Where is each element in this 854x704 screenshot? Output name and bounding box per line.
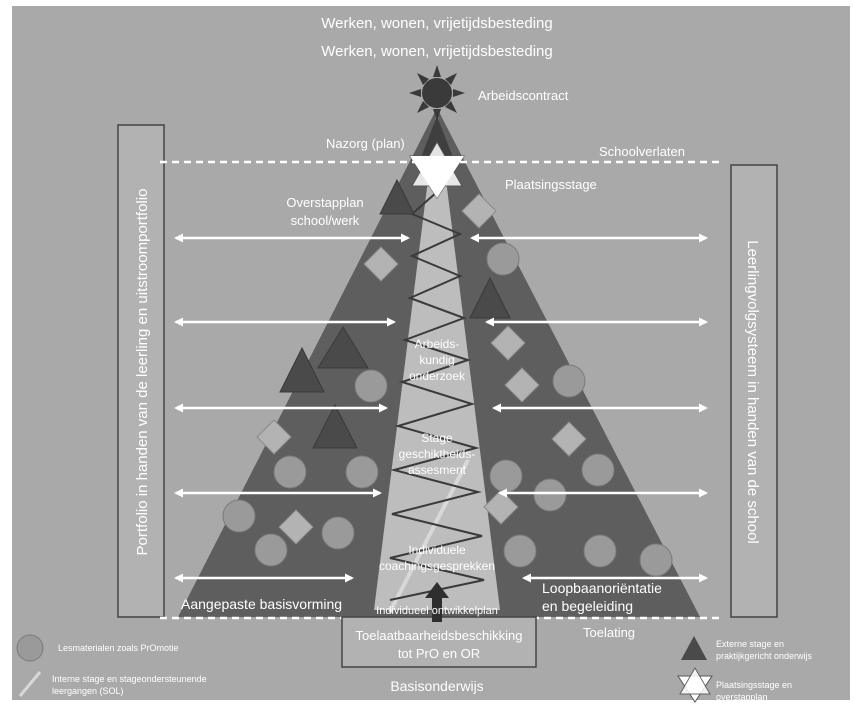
circle-icon xyxy=(222,499,256,533)
leerlingvolgsysteem-label: Leerlingvolgsysteem in handen van de sch… xyxy=(744,240,761,544)
triangle-icon xyxy=(317,326,369,369)
circle-icon xyxy=(354,369,388,403)
loopbaan-label-2: en begeleiding xyxy=(542,598,633,614)
aangepaste-basisvorming-label: Aangepaste basisvorming xyxy=(181,596,342,612)
title-line-2: Werken, wonen, vrijetijdsbesteding xyxy=(321,43,553,60)
toelating-label: Toelating xyxy=(583,625,635,640)
legend-triangle-label-1: Externe stage en xyxy=(716,639,784,649)
stage-label-1: Stage xyxy=(421,431,453,445)
title-line-1: Werken, wonen, vrijetijdsbesteding xyxy=(321,15,553,32)
circle-icon xyxy=(345,455,379,489)
legend-star-label-2: overstapplan xyxy=(716,692,768,702)
diamond-icon xyxy=(483,489,519,525)
basisonderwijs-label: Basisonderwijs xyxy=(390,678,483,694)
coaching-label-1: Individuele xyxy=(408,543,466,557)
arbeidskundig-label-2: kundig xyxy=(419,353,454,367)
overstapplan-label-2: school/werk xyxy=(291,213,360,228)
diamond-icon xyxy=(278,509,314,545)
overstapplan-label-1: Overstapplan xyxy=(286,195,363,210)
loopbaan-label-1: Loopbaanoriëntatie xyxy=(542,580,662,596)
diamond-icon xyxy=(490,325,526,361)
legend-stage-label-2: leergangen (SOL) xyxy=(52,686,124,696)
nazorg-label: Nazorg (plan) xyxy=(326,136,405,151)
triangle-icon xyxy=(312,403,358,449)
plaatsingsstage-label: Plaatsingsstage xyxy=(505,177,597,192)
coaching-label-2: coachingsgesprekken xyxy=(379,559,495,573)
circle-icon xyxy=(254,533,288,567)
star-of-david-icon xyxy=(409,140,465,199)
legend-triangle-icon xyxy=(681,636,707,660)
ontwikkelplan-label: Individueel ontwikkelplan xyxy=(376,605,498,617)
circle-icon xyxy=(583,534,617,568)
stage-label-2: geschiktheids- xyxy=(399,447,476,461)
sun-icon xyxy=(409,65,465,121)
diamond-icon xyxy=(504,367,540,403)
triangle-icon xyxy=(279,346,325,393)
schoolverlaten-label: Schoolverlaten xyxy=(599,144,685,159)
arbeidskundig-label-3: onderzoek xyxy=(409,369,466,383)
diamond-icon xyxy=(256,419,292,455)
stage-label-3: assesment xyxy=(408,463,467,477)
legend-triangle-label-2: praktijkgericht onderwijs xyxy=(716,651,813,661)
legend-circle-label: Lesmaterialen zoals PrOmotie xyxy=(58,643,179,653)
circle-icon xyxy=(489,459,523,493)
diamond-icon xyxy=(461,193,497,229)
circle-icon xyxy=(321,516,355,550)
legend-stage-label-1: Interne stage en stageondersteunende xyxy=(52,674,207,684)
circle-icon xyxy=(639,543,673,577)
circle-icon xyxy=(486,242,520,276)
diamond-icon xyxy=(551,421,587,457)
portfolio-label: Portfolio in handen van de leerling en u… xyxy=(134,189,151,556)
up-arrow-icon xyxy=(425,582,449,622)
circle-icon xyxy=(552,364,586,398)
circle-icon xyxy=(581,453,615,487)
left-portfolio-box xyxy=(117,124,165,618)
legend-star-icon xyxy=(677,666,713,703)
diamond-icon xyxy=(363,246,399,282)
circle-icon xyxy=(533,478,567,512)
beschikking-label-2: tot PrO en OR xyxy=(398,646,480,661)
beschikking-box xyxy=(341,616,537,668)
right-lvs-box xyxy=(730,164,778,618)
legend-stage-line-icon xyxy=(18,671,42,697)
legend-circle-icon xyxy=(16,634,44,662)
beschikking-label-1: Toelaatbaarheidsbeschikking xyxy=(356,628,523,643)
circle-icon xyxy=(273,455,307,489)
circle-icon xyxy=(503,534,537,568)
center-wedge xyxy=(374,108,500,610)
zigzag-path xyxy=(389,191,485,601)
legend-star-label-1: Plaatsingsstage en xyxy=(716,680,792,690)
arbeidscontract-label: Arbeidscontract xyxy=(478,88,569,103)
apex-triangle xyxy=(420,116,454,160)
arbeidskundig-label-1: Arbeids- xyxy=(415,337,460,351)
triangle-icon xyxy=(379,178,415,215)
